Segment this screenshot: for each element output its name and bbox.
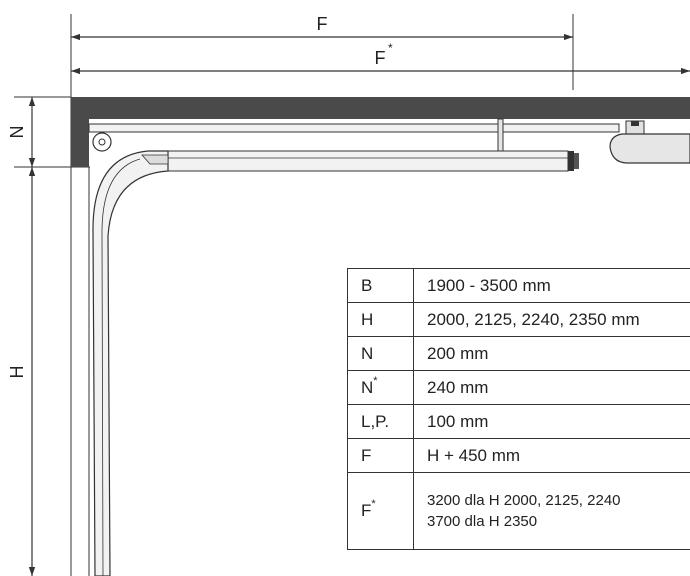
table-key-f-star-asterisk: * <box>371 498 376 510</box>
horizontal-track <box>167 150 569 172</box>
table-row: F* 3200 dla H 2000, 2125, 2240 3700 dla H… <box>347 472 690 550</box>
curved-track <box>92 150 169 576</box>
table-row: B 1900 - 3500 mm <box>347 268 690 303</box>
table-row: H 2000, 2125, 2240, 2350 mm <box>347 302 690 337</box>
hanger-bracket <box>497 118 504 152</box>
opener-motor-housing <box>609 133 690 164</box>
table-key-b: B <box>347 268 414 303</box>
table-row: N* 240 mm <box>347 370 690 405</box>
curved-track-inner-line <box>101 158 141 576</box>
pulley-hub <box>98 138 106 146</box>
table-value-f-star: 3200 dla H 2000, 2125, 2240 3700 dla H 23… <box>413 472 690 550</box>
table-value-n-star: 240 mm <box>413 370 690 405</box>
opener-rail <box>88 123 620 133</box>
table-value-b: 1900 - 3500 mm <box>413 268 690 303</box>
table-row: F H + 450 mm <box>347 438 690 473</box>
table-key-f: F <box>347 438 414 473</box>
table-value-f-star-line1: 3200 dla H 2000, 2125, 2240 <box>427 492 621 509</box>
table-key-lp: L,P. <box>347 404 414 439</box>
table-key-h: H <box>347 302 414 337</box>
table-value-f: H + 450 mm <box>413 438 690 473</box>
ceiling-lintel <box>71 97 690 119</box>
track-end-stop <box>568 151 574 171</box>
table-key-f-star: F* <box>347 472 414 550</box>
wall-lintel-post <box>71 97 89 167</box>
table-key-n-star: N* <box>347 370 414 405</box>
dimension-label-f-star-asterisk: * <box>388 41 393 55</box>
dimension-label-h: H <box>7 366 27 379</box>
table-key-n-star-letter: N <box>361 377 374 397</box>
table-key-n: N <box>347 336 414 371</box>
opener-motor-bolt <box>631 121 639 126</box>
table-row: L,P. 100 mm <box>347 404 690 439</box>
table-key-n-star-asterisk: * <box>373 374 378 387</box>
dimension-label-f: F <box>317 14 328 34</box>
dimension-label-f-star: F <box>375 48 386 68</box>
table-value-f-star-line2: 3700 dla H 2350 <box>427 513 538 530</box>
track-end-stop-cap <box>574 153 579 169</box>
table-value-h: 2000, 2125, 2240, 2350 mm <box>413 302 690 337</box>
dimension-label-n: N <box>7 126 27 139</box>
table-value-lp: 100 mm <box>413 404 690 439</box>
spec-table: B 1900 - 3500 mm H 2000, 2125, 2240, 235… <box>347 268 690 550</box>
table-key-f-star-letter: F <box>361 501 372 520</box>
table-value-n: 200 mm <box>413 336 690 371</box>
table-row: N 200 mm <box>347 336 690 371</box>
track-corner-bracket <box>141 154 169 165</box>
